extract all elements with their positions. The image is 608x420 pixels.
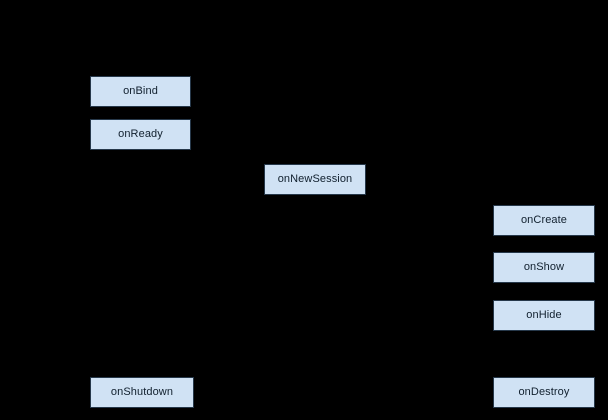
node-on-ready[interactable]: onReady: [90, 119, 191, 150]
node-label-on-show: onShow: [523, 261, 565, 273]
node-on-new-session[interactable]: onNewSession: [264, 164, 366, 195]
node-on-create[interactable]: onCreate: [493, 205, 595, 236]
node-on-shutdown[interactable]: onShutdown: [90, 377, 194, 408]
node-on-bind[interactable]: onBind: [90, 76, 191, 107]
node-label-on-shutdown: onShutdown: [110, 386, 174, 398]
node-label-on-ready: onReady: [118, 128, 163, 140]
node-label-on-destroy: onDestroy: [518, 386, 570, 398]
node-on-show[interactable]: onShow: [493, 252, 595, 283]
node-label-on-create: onCreate: [520, 214, 568, 226]
node-on-destroy[interactable]: onDestroy: [493, 377, 595, 408]
node-label-on-new-session: onNewSession: [277, 173, 353, 185]
node-label-on-bind: onBind: [123, 85, 158, 97]
node-on-hide[interactable]: onHide: [493, 300, 595, 331]
node-label-on-hide: onHide: [526, 309, 562, 321]
